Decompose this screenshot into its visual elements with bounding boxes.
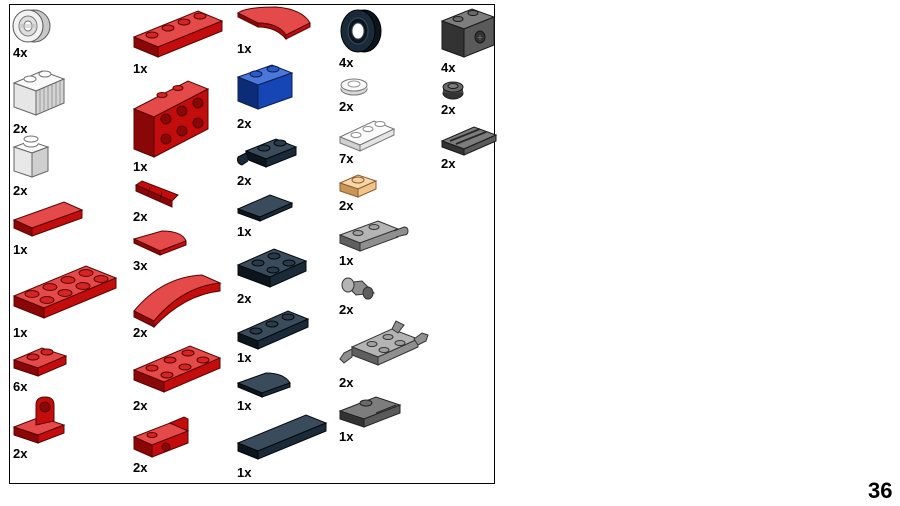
red-tile-1x4-icon: [12, 201, 84, 237]
dark-grey-round-plate-icon: [442, 81, 464, 100]
navy-plate-1x3-icon: [236, 310, 310, 350]
quantity-label: 2x: [339, 302, 354, 317]
quantity-label: 4x: [339, 55, 354, 70]
quantity-label: 1x: [133, 61, 148, 76]
red-curved-tile-icon: [132, 230, 187, 256]
navy-tile-1x2-icon: [236, 194, 294, 222]
quantity-label: 2x: [133, 398, 148, 413]
red-clip-plate-icon: [12, 396, 66, 444]
red-plate-1x2-icon: [12, 347, 68, 377]
quantity-label: 1x: [13, 242, 28, 257]
red-bracket-plate-icon: [132, 416, 190, 458]
quantity-label: 4x: [441, 60, 456, 75]
grey-axle-plate-icon: [339, 320, 429, 366]
blue-brick-1x2-icon: [236, 64, 294, 110]
quantity-label: 2x: [237, 173, 252, 188]
quantity-label: 6x: [13, 379, 28, 394]
red-plate-2x4-icon: [12, 265, 118, 319]
quantity-label: 1x: [237, 465, 252, 480]
navy-tile-1x6-icon: [236, 414, 328, 460]
navy-plate-2x2-icon: [236, 248, 308, 288]
page-number: 36: [868, 478, 893, 503]
grey-wheel-holder-plate-icon: [338, 220, 409, 252]
white-tyre-rim-icon: [12, 9, 51, 43]
navy-tyre-icon: [340, 9, 382, 53]
red-arch-slope-icon: [133, 274, 222, 329]
quantity-label: 2x: [441, 102, 456, 117]
quantity-label: 3x: [133, 258, 148, 273]
dark-grey-technic-brick-icon: +: [440, 8, 496, 58]
quantity-label: 2x: [339, 198, 354, 213]
white-round-plate-icon: [340, 78, 368, 96]
quantity-label: 1x: [133, 159, 148, 174]
red-pin-connector-icon: [134, 180, 179, 208]
quantity-label: 2x: [339, 99, 354, 114]
quantity-label: 2x: [237, 116, 252, 131]
quantity-label: 2x: [133, 460, 148, 475]
red-plate-1x4-icon: [132, 10, 224, 58]
quantity-label: 2x: [133, 209, 148, 224]
white-brick-1x1-icon: [12, 135, 50, 178]
navy-curved-tile-icon: [236, 372, 291, 398]
quantity-label: 2x: [13, 183, 28, 198]
quantity-label: 7x: [339, 151, 354, 166]
quantity-label: 1x: [13, 325, 28, 340]
quantity-label: 1x: [237, 350, 252, 365]
quantity-label: 1x: [339, 429, 354, 444]
red-plate-2x3-icon: [132, 345, 222, 393]
white-grille-brick-icon: [12, 70, 66, 116]
quantity-label: 2x: [133, 325, 148, 340]
quantity-label: 2x: [339, 375, 354, 390]
svg-text:+: +: [477, 33, 484, 42]
white-plate-1x3-icon: [338, 120, 396, 152]
quantity-label: 1x: [237, 398, 252, 413]
grey-pin-icon: [341, 277, 376, 300]
parts-inventory-box: 4x 2x 2x: [9, 4, 498, 484]
navy-clip-plate-icon: [237, 138, 298, 168]
dark-grey-grille-tile-icon: [440, 126, 498, 156]
tan-plate-1x1-icon: [338, 174, 378, 198]
red-curved-slope-icon: [237, 6, 311, 41]
quantity-label: 2x: [441, 156, 456, 171]
quantity-label: 1x: [339, 253, 354, 268]
quantity-label: 1x: [237, 41, 252, 56]
quantity-label: 1x: [237, 224, 252, 239]
quantity-label: 2x: [13, 446, 28, 461]
red-bracket-2x4-icon: [132, 80, 210, 158]
quantity-label: 2x: [237, 291, 252, 306]
dark-grey-rail-plate-icon: [338, 396, 402, 428]
quantity-label: 2x: [13, 121, 28, 136]
quantity-label: 4x: [13, 45, 28, 60]
